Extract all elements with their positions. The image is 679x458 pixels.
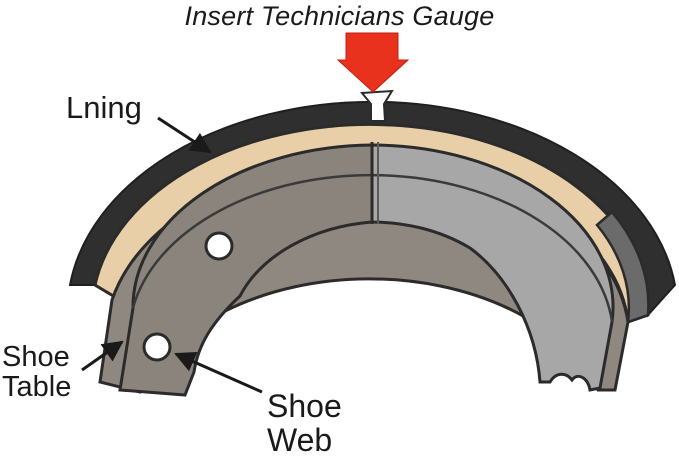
lining-label: Lning (66, 90, 142, 125)
shoe-web-label-line1: Shoe (267, 388, 342, 424)
lining-leader-arrow (157, 116, 212, 154)
rivet-hole-upper (204, 231, 234, 261)
shoe-web-leader-arrow (174, 352, 263, 394)
shoe-table-label: Shoe Table (2, 342, 71, 403)
inner-rim-line (131, 173, 614, 323)
insert-gauge-arrow-icon (336, 32, 410, 93)
shoe-table-label-line2: Table (2, 371, 72, 404)
shoe-web-right (370, 143, 615, 392)
shoe-table-leader-arrow (81, 340, 124, 372)
shoe-table-label-line1: Shoe (2, 341, 70, 373)
shoe-web-label-line2: Web (267, 421, 333, 458)
rivet-hole-lower (142, 332, 172, 362)
gauge-slot (359, 89, 394, 122)
lining-end-segment (595, 210, 650, 324)
diagram-title: Insert Technicians Gauge (184, 1, 495, 31)
shoe-web-label: Shoe Web (267, 388, 342, 458)
